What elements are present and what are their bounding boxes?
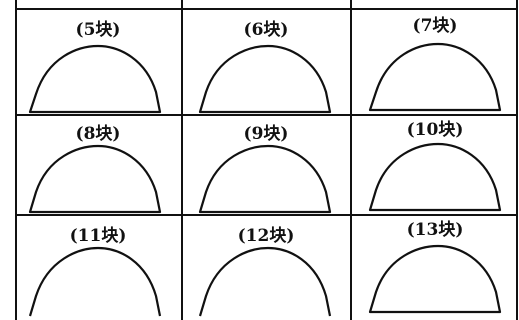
cell-label-8: (12块) [237,226,295,246]
grid-line-left [15,0,17,320]
cell-label-7: (11块) [69,226,127,246]
grid-line-row-1 [15,114,518,116]
cell-label-1: (5块) [75,20,121,40]
grid-line-col-2 [350,0,352,320]
cell-label-4: (8块) [75,124,121,144]
cell-label-9: (13块) [406,220,464,240]
grid-line-row-2 [15,214,518,216]
grid-line-right [516,0,518,320]
semicircle-shape-8 [198,246,332,317]
semicircle-shape-6 [368,142,502,212]
cell-label-2: (6块) [243,20,289,40]
grid-line-col-1 [181,0,183,320]
cell-label-5: (9块) [243,124,289,144]
semicircle-shape-7 [28,246,162,317]
cell-label-6: (10块) [406,120,464,140]
semicircle-shape-3 [368,42,502,112]
grid-line-top [15,8,518,10]
semicircle-shape-5 [198,144,332,214]
semicircle-shape-2 [198,44,332,114]
semicircle-shape-4 [28,144,162,214]
semicircle-shape-1 [28,44,162,114]
semicircle-shape-9 [368,244,502,314]
cell-label-3: (7块) [412,16,458,36]
